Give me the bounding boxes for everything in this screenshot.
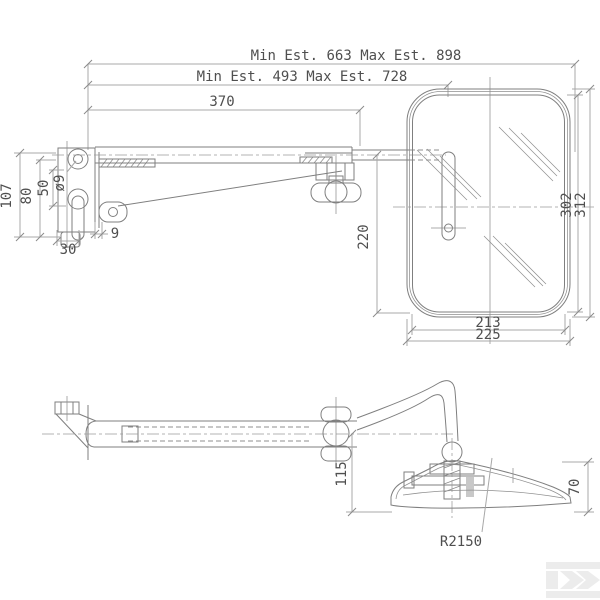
lower-clamp-tab — [98, 201, 128, 223]
side-bracket — [54, 396, 97, 460]
kramp-k-logo — [546, 562, 600, 598]
dim-glass-width-label: 213 — [475, 315, 500, 331]
dim-overall-reach-label: Min Est. 663 Max Est. 898 — [251, 48, 462, 64]
dim-reach-to-mirror-label: Min Est. 493 Max Est. 728 — [197, 69, 408, 85]
arm-clamp — [315, 162, 355, 181]
mounting-bracket — [57, 141, 156, 248]
front-view: Min Est. 663 Max Est. 898 Min Est. 493 M… — [0, 48, 595, 346]
side-dimensions — [346, 434, 594, 533]
bracket-dimensions — [14, 152, 108, 246]
dim-clamp-inner-label: 50 — [36, 180, 52, 197]
radius-leader-line — [481, 457, 493, 533]
adjustment-knob-top — [299, 156, 362, 214]
side-view: 115 70 R2150 — [42, 380, 594, 550]
mirror-base-assembly — [403, 438, 485, 518]
mirror-glass — [412, 94, 565, 313]
dim-arm-to-bottom-label: 220 — [356, 224, 372, 249]
dim-bracket-width-label: 30 — [60, 242, 77, 258]
dim-arm-drop-label: 115 — [334, 461, 350, 486]
dim-housing-depth-label: 70 — [567, 479, 583, 496]
mirror-arm — [52, 146, 446, 207]
bracket-slot — [71, 195, 85, 241]
bracket-bolt-hole — [67, 148, 89, 170]
side-arm-tube — [42, 420, 456, 448]
support-strut — [117, 170, 343, 207]
bent-arm-section — [356, 380, 459, 443]
housing-profile — [390, 460, 572, 509]
dim-housing-width-label: 225 — [475, 327, 500, 343]
mirror-base-profile — [390, 460, 572, 509]
adjustment-knob-side — [320, 397, 352, 464]
dim-clamp-span-label: 80 — [19, 188, 35, 205]
top-dimension-lines — [87, 63, 576, 152]
dim-bracket-tab-label: 9 — [111, 226, 119, 242]
glass-curvature-line — [402, 489, 564, 499]
dim-hole-diameter-label: ø9 — [52, 175, 68, 192]
bolt-head — [403, 471, 415, 489]
dim-arm-length-label: 370 — [209, 94, 234, 110]
glass-reflection-marks — [416, 126, 561, 288]
dim-housing-height-label: 312 — [573, 192, 589, 217]
mirror-height-dimensions — [567, 88, 595, 318]
mirror-width-dimensions — [376, 155, 571, 346]
mirror-housing — [406, 88, 571, 318]
clamp-bolt — [411, 475, 485, 486]
dim-bracket-height-label: 107 — [0, 183, 15, 208]
dim-glass-radius-label: R2150 — [440, 534, 482, 550]
mirror-back-slot — [441, 151, 456, 241]
dim-glass-height-label: 302 — [559, 192, 575, 217]
mirror-head — [393, 77, 594, 336]
